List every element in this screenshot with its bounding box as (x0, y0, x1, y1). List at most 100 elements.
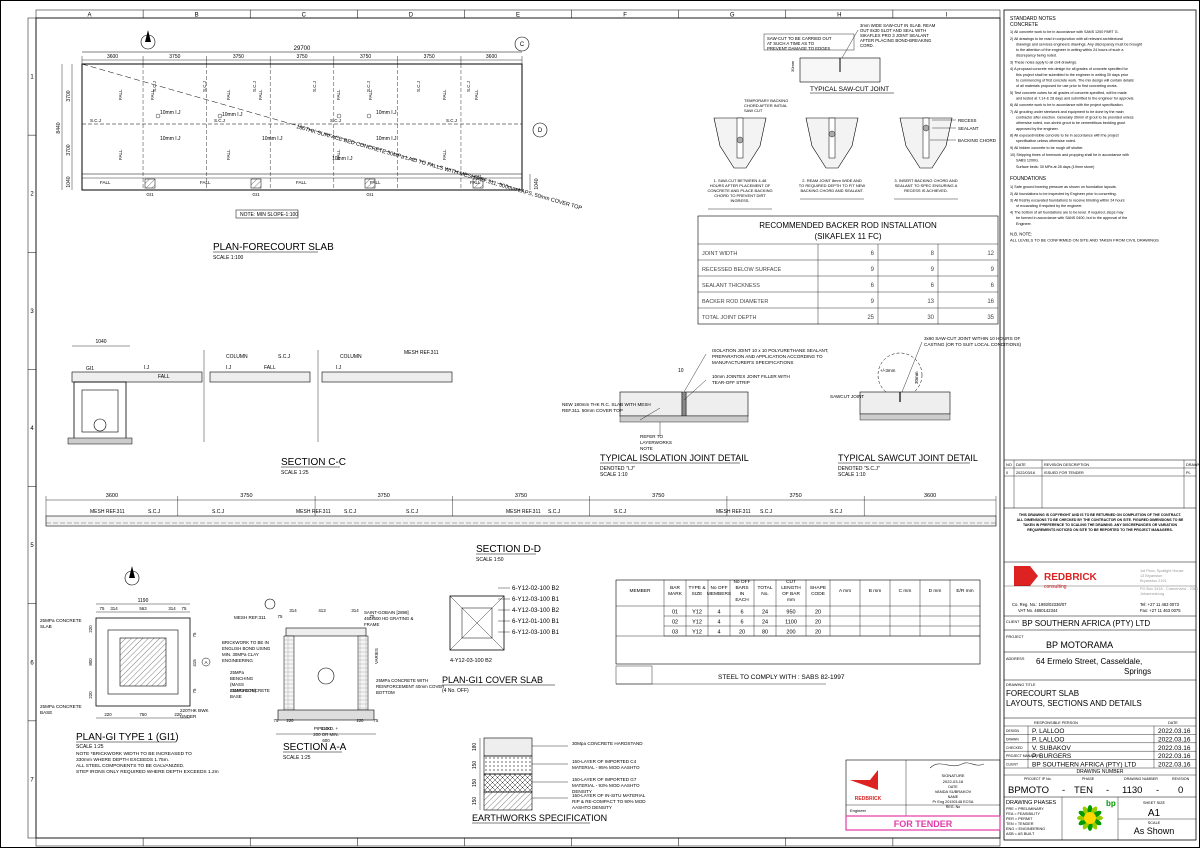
section-dd-dim: 3750 (378, 493, 390, 499)
plan-gi-note-line: ALL STEEL COMPONENTS TO BE GALVANIZED. (76, 763, 184, 769)
schedule-header: EACH (735, 597, 749, 603)
schedule-cell: 4 (717, 620, 720, 626)
plan-gi-side-dim: 800 (88, 658, 93, 666)
schedule-cell: Y12 (692, 610, 702, 616)
earthworks-layer-line: 150-LAYER OF IN-SITU MATERIAL (572, 793, 646, 798)
cover-slab-sub: (4 No. OFF) (442, 688, 469, 694)
fall-label: FALL (150, 89, 155, 100)
plan-gi-dim: 75 (100, 606, 105, 611)
concrete-note-line: 3) These notes apply to all civil drawin… (1010, 60, 1077, 64)
plan-joint-lines (142, 64, 462, 190)
backer-table-title: RECOMMENDED BACKER ROD INSTALLATION (759, 221, 937, 230)
surface-beds-note: Surface beds: 30 MPa at 28 days (19mm st… (1016, 165, 1094, 169)
foundation-note-line: 4) The bottom of all foundations are to … (1010, 211, 1124, 215)
plan-gi-bottom-dim: 220 (174, 712, 182, 717)
section-marker-icon (201, 657, 211, 667)
backer-rod-table: RECOMMENDED BACKER ROD INSTALLATION (SIK… (697, 215, 999, 325)
section-dd-dim: 3750 (240, 493, 252, 499)
section-dd-dim: 3750 (652, 493, 664, 499)
isolation-note-line: TEAR-OFF STRIP (712, 380, 750, 385)
phase-item: ASB = AS BUILT (1006, 832, 1035, 836)
grid-column-label: A (88, 13, 92, 19)
section-cc-scale: SCALE 1:25 (281, 470, 309, 476)
saw-cut-step-line: 3. INSERT BACKING CHORD AND (894, 178, 957, 183)
scj-label: S.C.J (466, 81, 471, 92)
fall-label: FALL (258, 89, 263, 100)
sawcut-detail-note-line: CASTING (OR TO SUIT LOCAL CONDITIONS) (924, 342, 1022, 347)
drawing-title-label: DRAWING TITLE (1006, 683, 1036, 687)
person-role: CLIENT (1006, 763, 1018, 767)
nb-note: N.B. NOTE: (1010, 231, 1032, 236)
schedule-header: No. (761, 591, 768, 597)
saw-cut-step-line: BACKING CHORD AND SEALANT. (800, 188, 863, 193)
drawing-number-col-label: DRAWING NUMBER (1124, 777, 1158, 781)
plan-gi-note-line: 330mm WHERE DEPTH EXCEEDS 1.75m. (76, 757, 169, 763)
backer-row-value: 12 (987, 251, 994, 257)
copyright-line: ALL DIMENSIONS TO BE CHECKED BY THE CONT… (1017, 518, 1184, 522)
joint-marker-icon (336, 113, 342, 119)
backer-row-value: 9 (991, 267, 995, 273)
recess-label: RECESS (958, 118, 977, 123)
isolation-title: TYPICAL ISOLATION JOINT DETAIL (600, 453, 749, 463)
saw-cut-note-line: SAW-CUT TO BE CARRIED OUT (767, 36, 832, 41)
sawcut-detail-notes: 3x60 SAW-CUT JOINT WITHIN 10 HOURS OFCAS… (830, 336, 1022, 399)
backer-row-value: 9 (931, 267, 935, 273)
schedule-header: MEMBERS (707, 591, 731, 597)
isolation-dim: 10 (678, 368, 684, 374)
schedule-cell: 6 (740, 620, 743, 626)
section-aa-label-line: 25MPa CONCRETE (230, 688, 270, 693)
column-label: COLUMN (226, 354, 248, 360)
scj-label: S.C.J (148, 509, 161, 515)
backer-row-value: 25 (867, 315, 874, 321)
plan-gi-label: 220THK BWK (180, 708, 210, 713)
sheet-scale: As Shown (1134, 826, 1175, 836)
section-aa-title: SECTION A-A (283, 742, 347, 753)
sawcut-detail-note-line: 3x60 SAW-CUT JOINT WITHIN 10 HOURS OF (924, 336, 1021, 341)
fall-label: FALL (118, 89, 123, 100)
section-aa-dim: 314 (289, 608, 297, 613)
person-date: 2022.03.16 (1158, 762, 1191, 769)
plan-gi-label: 25MPa CONCRETE (40, 704, 82, 709)
section-marker-icon (264, 598, 276, 610)
cover-slab-bars: 6-Y12-02-100 B26-Y12-03-100 B14-Y12-03-1… (450, 585, 560, 664)
copyright-line: TAKEN IN PREFERENCE TO SCALING THE DRAWI… (1023, 523, 1178, 527)
fall-label: FALL (336, 149, 341, 160)
isolation-note-line: REF.311. 50mm COVER TOP (562, 408, 623, 413)
sawcut-detail-title: TYPICAL SAWCUT JOINT DETAIL (838, 453, 978, 463)
signature-date: 2022-03-16 (943, 779, 964, 784)
backer-row-label: SEALANT THICKNESS (702, 283, 760, 289)
schedule-cell: 01 (672, 610, 678, 616)
scj-label: S.C.J (830, 509, 843, 515)
project-value: BP MOTORAMA (1046, 640, 1113, 650)
joint-marker-icon (366, 113, 372, 119)
rebar-callout: 4-Y12-03-100 B2 (450, 658, 492, 664)
grid-column-label: B (195, 13, 199, 19)
scj-label: S.C.J (344, 509, 357, 515)
schedule-header: No OFF (733, 579, 750, 585)
plan-gi-scale: SCALE 1:25 (76, 744, 104, 750)
company-name: REDBRICK (1044, 572, 1098, 583)
saw-cut-note-line: PREVENT DAMAGE TO EDGES (767, 46, 830, 51)
person-date: 2022.03.16 (1158, 745, 1191, 752)
backing-chord-icon (828, 130, 836, 138)
notes-heading: FOUNDATIONS (1010, 176, 1047, 182)
company-reg: Co. Reg. No.: 1993/02336/07 (1012, 602, 1067, 607)
cover-slab-title: PLAN-GI1 COVER SLAB (442, 675, 543, 685)
concrete-note-line: 8) All exposed/visible concrete to be in… (1010, 134, 1119, 138)
saw-cut-temp-note: CHORD AFTER INITIAL (744, 103, 788, 108)
section-cut-label: A (204, 660, 207, 665)
grid-row-label: 1 (30, 75, 34, 81)
section-aa-label-line: ENGLISH BOND USING (222, 646, 271, 651)
backer-row-label: TOTAL JOINT DEPTH (702, 315, 757, 321)
fall-label: FALL (226, 149, 231, 160)
company-address-line: Bryanston 2191 (1140, 579, 1167, 583)
section-aa-label-line: BRICKWORK TO BE IN (222, 640, 269, 645)
schedule-header: CODE (811, 591, 825, 597)
plan-gi-dim: 314 (168, 606, 176, 611)
drawing-title-line2: LAYOUTS, SECTIONS AND DETAILS (1006, 699, 1142, 708)
saw-cut-step-line: CONCRETE AND PLACE BACKING (707, 188, 772, 193)
schedule-cell: 24 (762, 610, 768, 616)
schedule-header: A mm (839, 588, 851, 594)
